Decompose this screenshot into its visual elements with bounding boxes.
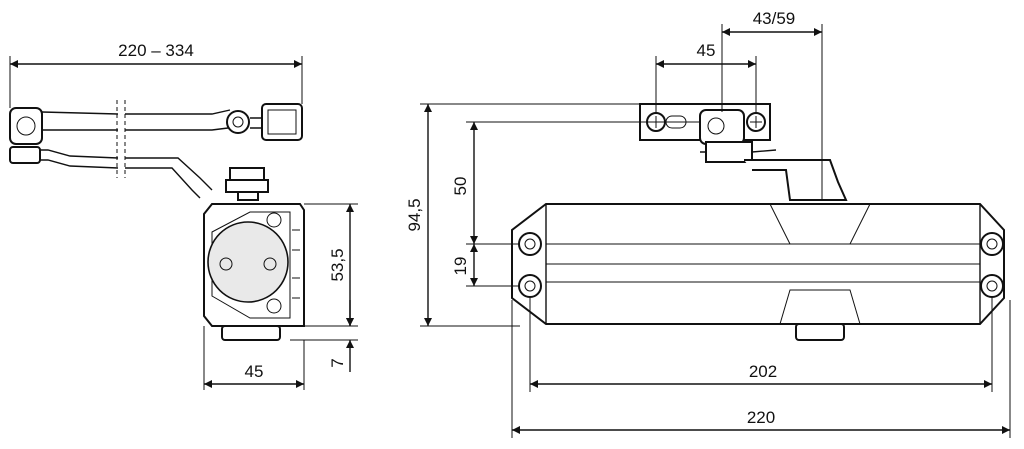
dim-hole-spacing: 202 xyxy=(749,362,777,381)
dimension-labels: 220 – 334 45 53,5 7 45 43/59 94,5 50 19 … xyxy=(118,9,795,427)
dim-side-offset: 7 xyxy=(328,358,347,367)
front-view xyxy=(511,103,1005,341)
dim-screw-spacing: 19 xyxy=(451,257,470,276)
dimension-lines xyxy=(9,24,1011,438)
dim-bracket-offset: 43/59 xyxy=(753,9,796,28)
dim-side-height: 53,5 xyxy=(328,248,347,281)
dim-overall-length: 220 xyxy=(747,408,775,427)
dim-overall-height: 94,5 xyxy=(405,198,424,231)
side-view xyxy=(9,100,305,341)
side-arm xyxy=(9,100,303,199)
dim-side-width: 45 xyxy=(245,362,264,381)
side-nut xyxy=(225,167,269,201)
front-bracket xyxy=(639,103,848,201)
dim-bracket-width: 45 xyxy=(697,41,716,60)
front-body xyxy=(511,203,1005,341)
side-body xyxy=(203,203,305,341)
dim-arm-length: 220 – 334 xyxy=(118,41,194,60)
dim-arm-height: 50 xyxy=(451,177,470,196)
